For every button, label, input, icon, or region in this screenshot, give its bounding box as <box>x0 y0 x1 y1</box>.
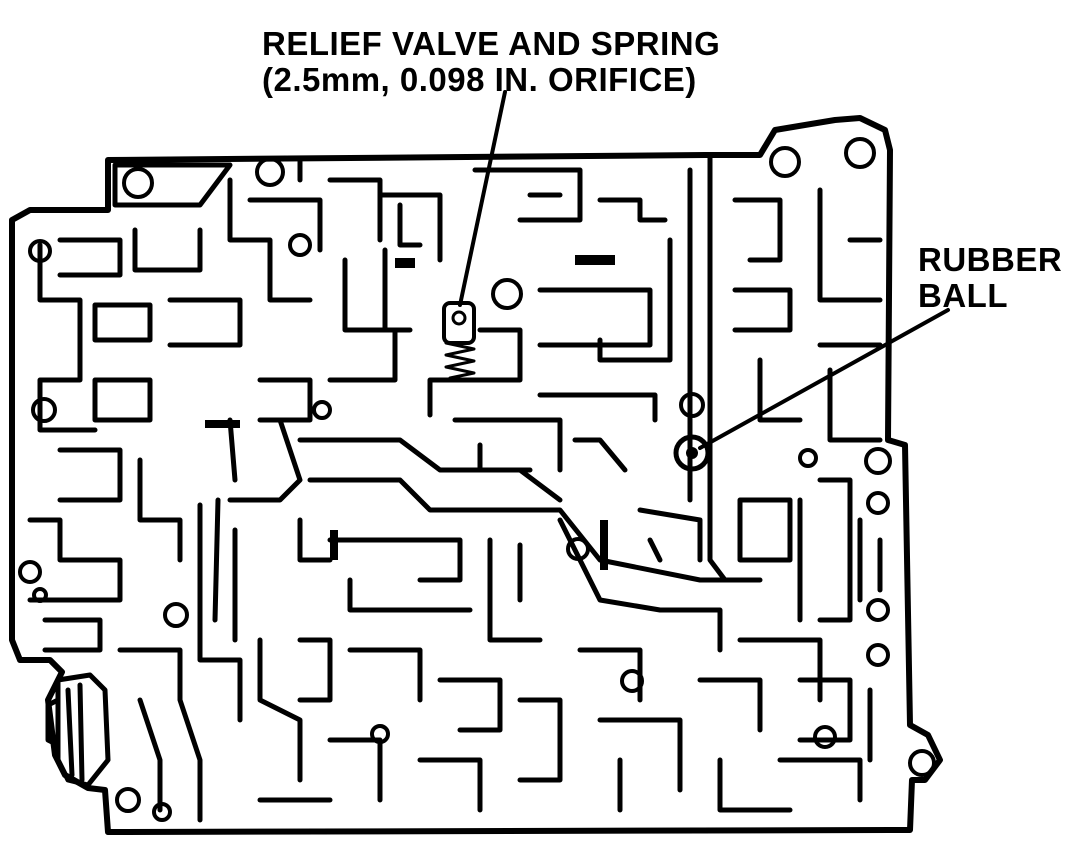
relief-valve-label-line1: RELIEF VALVE AND SPRING <box>262 25 721 62</box>
valve-body-outline <box>9 115 943 835</box>
rubber-ball-label: RUBBER BALL <box>918 242 1062 314</box>
rubber-ball-leader <box>698 308 950 450</box>
relief-valve-leader <box>458 90 507 307</box>
relief-valve-spring <box>442 301 476 380</box>
relief-valve-label-line2: (2.5mm, 0.098 IN. ORIFICE) <box>262 61 697 98</box>
relief-valve-label: RELIEF VALVE AND SPRING (2.5mm, 0.098 IN… <box>262 26 720 98</box>
upper-left-pad <box>112 162 233 208</box>
rubber-ball-label-line1: RUBBER <box>918 241 1063 278</box>
solid-slots <box>205 255 615 570</box>
manual-lever <box>45 672 111 788</box>
fluid-passages <box>27 152 883 823</box>
bolt-holes <box>18 137 936 822</box>
rubber-ball <box>673 434 711 472</box>
rubber-ball-label-line2: BALL <box>918 277 1008 314</box>
